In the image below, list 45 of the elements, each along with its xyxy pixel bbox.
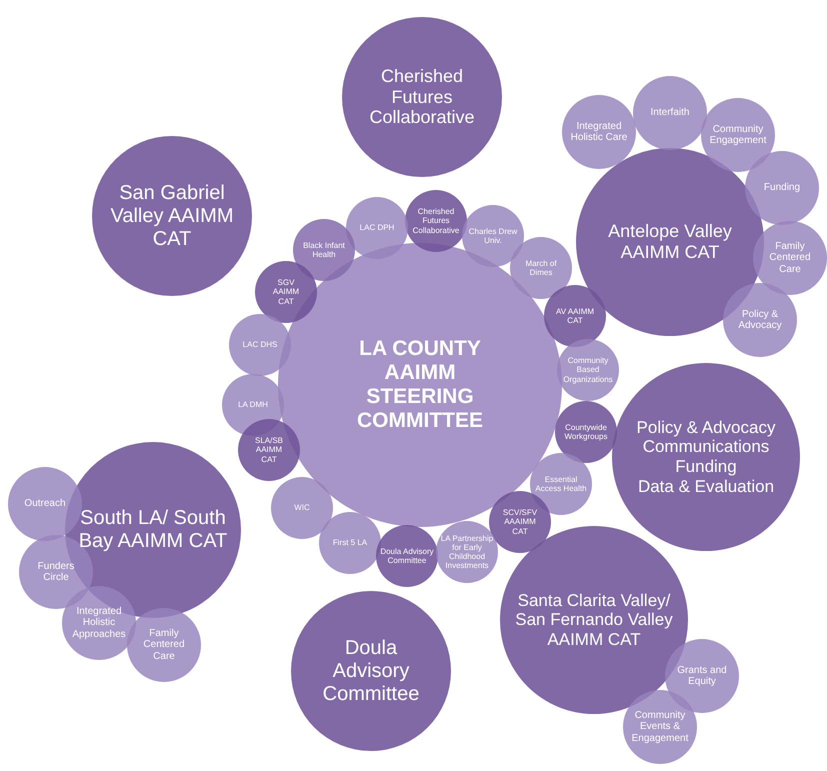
bubble-label: SGV AAIMM CAT: [272, 278, 300, 306]
bubble-label: Doula Advisory Committee: [380, 546, 434, 566]
bubble-label: Policy & Advocacy: [636, 418, 776, 438]
bubble: [376, 525, 438, 587]
bubble-label: AV AAIMM CAT: [554, 306, 596, 326]
bubble-label: Funding: [762, 182, 802, 194]
bubble-label: Doula Advisory Committee: [322, 636, 420, 706]
bubble-label: Integrated Holistic Care: [570, 120, 628, 144]
bubble-label: LAC DHS: [242, 340, 278, 350]
bubble-label: Funders Circle: [36, 560, 76, 584]
bubble-label: LA DMH: [237, 400, 269, 410]
bubble-label: Family Centered Care: [142, 628, 186, 662]
bubble-label: Outreach: [23, 498, 67, 510]
bubble-label: First 5 LA: [332, 538, 368, 548]
bubble-label: Interfaith: [650, 107, 690, 119]
bubble-label: Charles Drew Univ.: [468, 226, 518, 246]
bubble-label: Community Engagement: [708, 124, 768, 146]
bubble-label: Communications: [642, 437, 770, 457]
bubble-label: South LA/ South Bay AAIMM CAT: [78, 507, 228, 553]
bubble-label: Funding: [674, 457, 738, 477]
bubble-label: March of Dimes: [524, 258, 558, 278]
bubble: [753, 221, 827, 295]
bubble-label: LA Partnership for Early Childhood Investments: [440, 534, 494, 570]
bubble-label: Community Based Organizations: [562, 356, 614, 384]
bubble-label: Essential Access Health: [534, 474, 588, 494]
bubble-label: Antelope Valley AAIMM CAT: [607, 221, 733, 263]
bubble-label: WIC: [293, 503, 311, 513]
bubble-label: San Gabriel Valley AAIMM CAT: [110, 182, 234, 250]
bubble-label: Black Infant Health: [302, 240, 346, 260]
bubble-label: Policy & Advocacy: [737, 308, 783, 332]
bubble-label: Grants and Equity: [676, 664, 728, 688]
bubble-label: LAC DPH: [358, 223, 396, 233]
bubble-label: Santa Clarita Valley/ San Fernando Valley AAIMM CAT: [514, 590, 674, 650]
bubble-label: SLA/SB AAIMM CAT: [254, 436, 284, 464]
bubble-label: Integrated Holistic Approaches: [71, 606, 127, 640]
bubble-label: Cherished Futures Collaborative: [412, 207, 460, 235]
bubble-label: Family Centered Care: [768, 240, 812, 276]
bubble-label: Cherished Futures Collaborative: [368, 66, 476, 128]
bubble-label: Countywide Workgroups: [564, 422, 608, 442]
bubble-label: Community Events & Engagement: [630, 710, 690, 744]
bubble-label: SCV/SFV AAAIMM CAT: [502, 508, 538, 536]
bubble: [238, 419, 300, 481]
bubble-label: Data & Evaluation: [636, 476, 776, 496]
bubble-label: LA COUNTY AAIMM STEERING COMMITTEE: [356, 336, 484, 434]
bubble: [405, 190, 467, 252]
